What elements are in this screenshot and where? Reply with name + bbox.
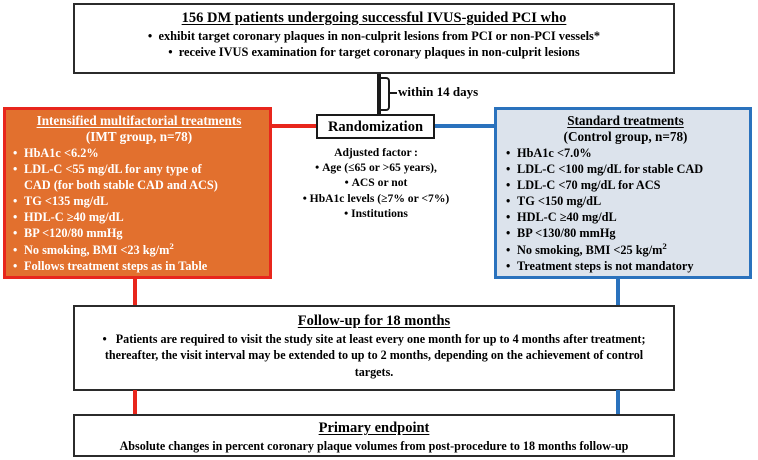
list-item: HbA1c levels (≥7% or <7%) [278, 191, 474, 206]
imt-arm-subtitle: (IMT group, n=78) [85, 129, 193, 144]
adjusted-factors-block: Adjusted factor : Age (≤65 or >65 years)… [278, 145, 474, 221]
connector-randomization-to-control [434, 124, 495, 128]
bracket-tick [389, 92, 397, 94]
list-item: BP <120/80 mmHg [13, 225, 265, 241]
list-item: receive IVUS examination for target coro… [75, 44, 673, 60]
connector-randomization-to-imt [271, 124, 317, 128]
list-item: LDL-C <70 mg/dL for ACS [506, 177, 745, 193]
list-item: TG <150 mg/dL [506, 193, 745, 209]
randomization-label: Randomization [327, 118, 424, 135]
followup-box: Follow-up for 18 months • Patients are r… [73, 305, 675, 391]
control-arm-box: Standard treatments (Control group, n=78… [494, 107, 752, 279]
adjusted-factor-title: Adjusted factor : [334, 146, 418, 159]
list-item: HDL-C ≥40 mg/dL [506, 209, 745, 225]
list-item: Follows treatment steps as in Table [13, 258, 265, 274]
list-item: LDL-C <55 mg/dL for any type of [13, 161, 265, 177]
connector-imt-to-followup [133, 279, 137, 306]
list-item: No smoking, BMI <23 kg/m2 [13, 241, 265, 258]
imt-arm-box: Intensified multifactorial treatments (I… [3, 107, 272, 279]
enrollment-title: 156 DM patients undergoing successful IV… [181, 10, 567, 26]
control-target-list: HbA1c <7.0% LDL-C <100 mg/dL for stable … [506, 145, 745, 274]
list-item-continuation: CAD (for both stable CAD and ACS) [24, 178, 218, 193]
connector-followup-to-endpoint-left [133, 390, 137, 415]
imt-target-list: HbA1c <6.2% LDL-C <55 mg/dL for any type… [13, 145, 265, 274]
primary-endpoint-title: Primary endpoint [318, 420, 430, 436]
enrollment-criteria-list: exhibit target coronary plaques in non-c… [75, 28, 673, 60]
list-item: HbA1c <7.0% [506, 145, 745, 161]
list-item: LDL-C <100 mg/dL for stable CAD [506, 161, 745, 177]
bracket-stem [377, 74, 381, 115]
time-bracket-icon [381, 77, 390, 111]
control-arm-title: Standard treatments [567, 113, 684, 128]
enrollment-box: 156 DM patients undergoing successful IV… [73, 3, 675, 74]
connector-control-to-followup [616, 279, 620, 306]
within-14-days-label: within 14 days [398, 84, 479, 99]
list-item: Treatment steps is not mandatory [506, 258, 745, 274]
list-item: BP <130/80 mmHg [506, 225, 745, 241]
control-arm-subtitle: (Control group, n=78) [563, 129, 688, 144]
connector-followup-to-endpoint-right [616, 390, 620, 415]
list-item: No smoking, BMI <25 kg/m2 [506, 241, 745, 258]
list-item: ACS or not [278, 175, 474, 190]
followup-title: Follow-up for 18 months [297, 313, 451, 329]
list-item: Age (≤65 or >65 years), [278, 160, 474, 175]
followup-body: • Patients are required to visit the stu… [102, 332, 646, 379]
imt-arm-title: Intensified multifactorial treatments [36, 113, 242, 128]
adjusted-factor-list: Age (≤65 or >65 years), ACS or not HbA1c… [278, 160, 474, 221]
list-item: HDL-C ≥40 mg/dL [13, 209, 265, 225]
list-item: Institutions [278, 206, 474, 221]
list-item: exhibit target coronary plaques in non-c… [75, 28, 673, 44]
list-item: TG <135 mg/dL [13, 193, 265, 209]
primary-endpoint-body: Absolute changes in percent coronary pla… [119, 439, 629, 453]
randomization-box: Randomization [316, 114, 435, 139]
primary-endpoint-box: Primary endpoint Absolute changes in per… [73, 414, 675, 457]
list-item: HbA1c <6.2% [13, 145, 265, 161]
